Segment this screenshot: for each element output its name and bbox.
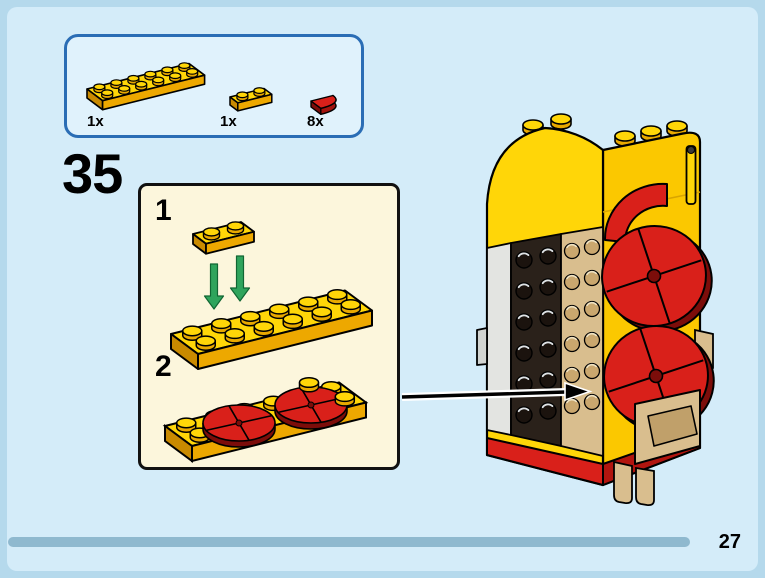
part-count-label: 1x	[87, 113, 104, 130]
part-count-label: 1x	[220, 113, 237, 130]
model-antenna	[685, 145, 697, 205]
substep-1-label: 1	[155, 194, 172, 227]
green-arrow-icon	[229, 255, 251, 302]
plate-1x2-icon	[229, 87, 273, 112]
quarter-tile-red-icon	[310, 94, 337, 116]
assembly-arrow-icon	[401, 381, 593, 402]
red-roll-drawing	[274, 386, 348, 430]
parts-callout: 1x 1x 8x	[64, 34, 364, 138]
page-number: 27	[718, 531, 741, 553]
model-face-panels	[476, 226, 604, 457]
substep-2-label: 2	[155, 350, 172, 383]
substep-1-diagram	[170, 221, 373, 370]
model-illustration	[476, 113, 722, 507]
step-number: 35	[62, 142, 123, 205]
substep-2-diagram	[165, 376, 366, 461]
step-panel: 1 2	[138, 183, 400, 470]
green-arrow-icon	[203, 263, 225, 310]
plate-1x2-drawing	[192, 221, 255, 255]
model-feet	[613, 460, 655, 507]
step-diagram	[141, 221, 373, 467]
plate-2x6-icon	[86, 62, 206, 111]
model-tan-box	[634, 389, 701, 465]
plate-2x6-drawing	[170, 289, 373, 370]
part-count-label: 8x	[307, 113, 324, 130]
progress-bar	[8, 537, 690, 547]
red-roll-drawing	[202, 404, 276, 448]
model-red-crescent	[603, 182, 668, 243]
model-gray-piece	[476, 327, 488, 366]
